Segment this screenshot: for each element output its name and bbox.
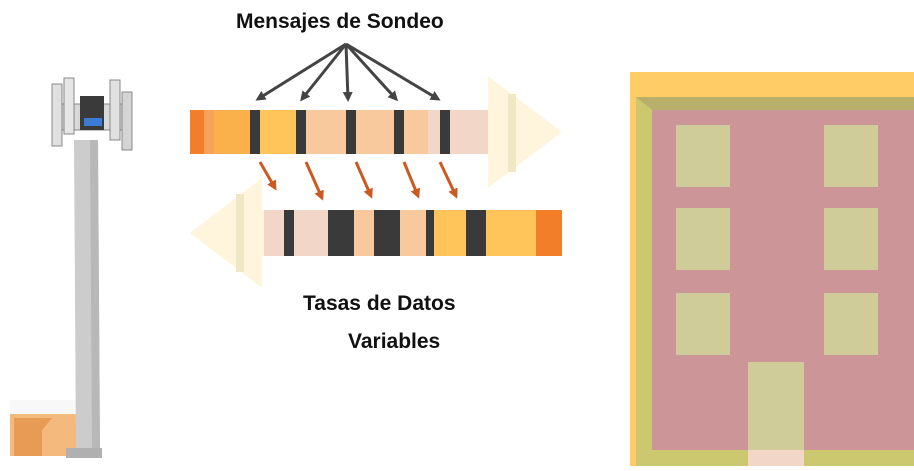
probe-messages-label: Mensajes de Sondeo <box>236 10 444 33</box>
building-icon <box>630 72 914 466</box>
probe-marker <box>296 110 306 154</box>
cell-tower-icon <box>10 77 133 458</box>
probe-marker <box>250 110 260 154</box>
rate-change-arrows <box>258 161 458 201</box>
probe-marker <box>346 110 356 154</box>
probe-pointer-arrows <box>255 42 441 102</box>
outgoing-arrow <box>190 76 562 188</box>
variable-rates-label-line2: Variables <box>348 330 441 353</box>
probe-marker <box>440 110 450 154</box>
probe-marker <box>394 110 404 154</box>
variable-rates-label-line1: Tasas de Datos <box>303 292 456 315</box>
incoming-arrow <box>190 178 562 288</box>
